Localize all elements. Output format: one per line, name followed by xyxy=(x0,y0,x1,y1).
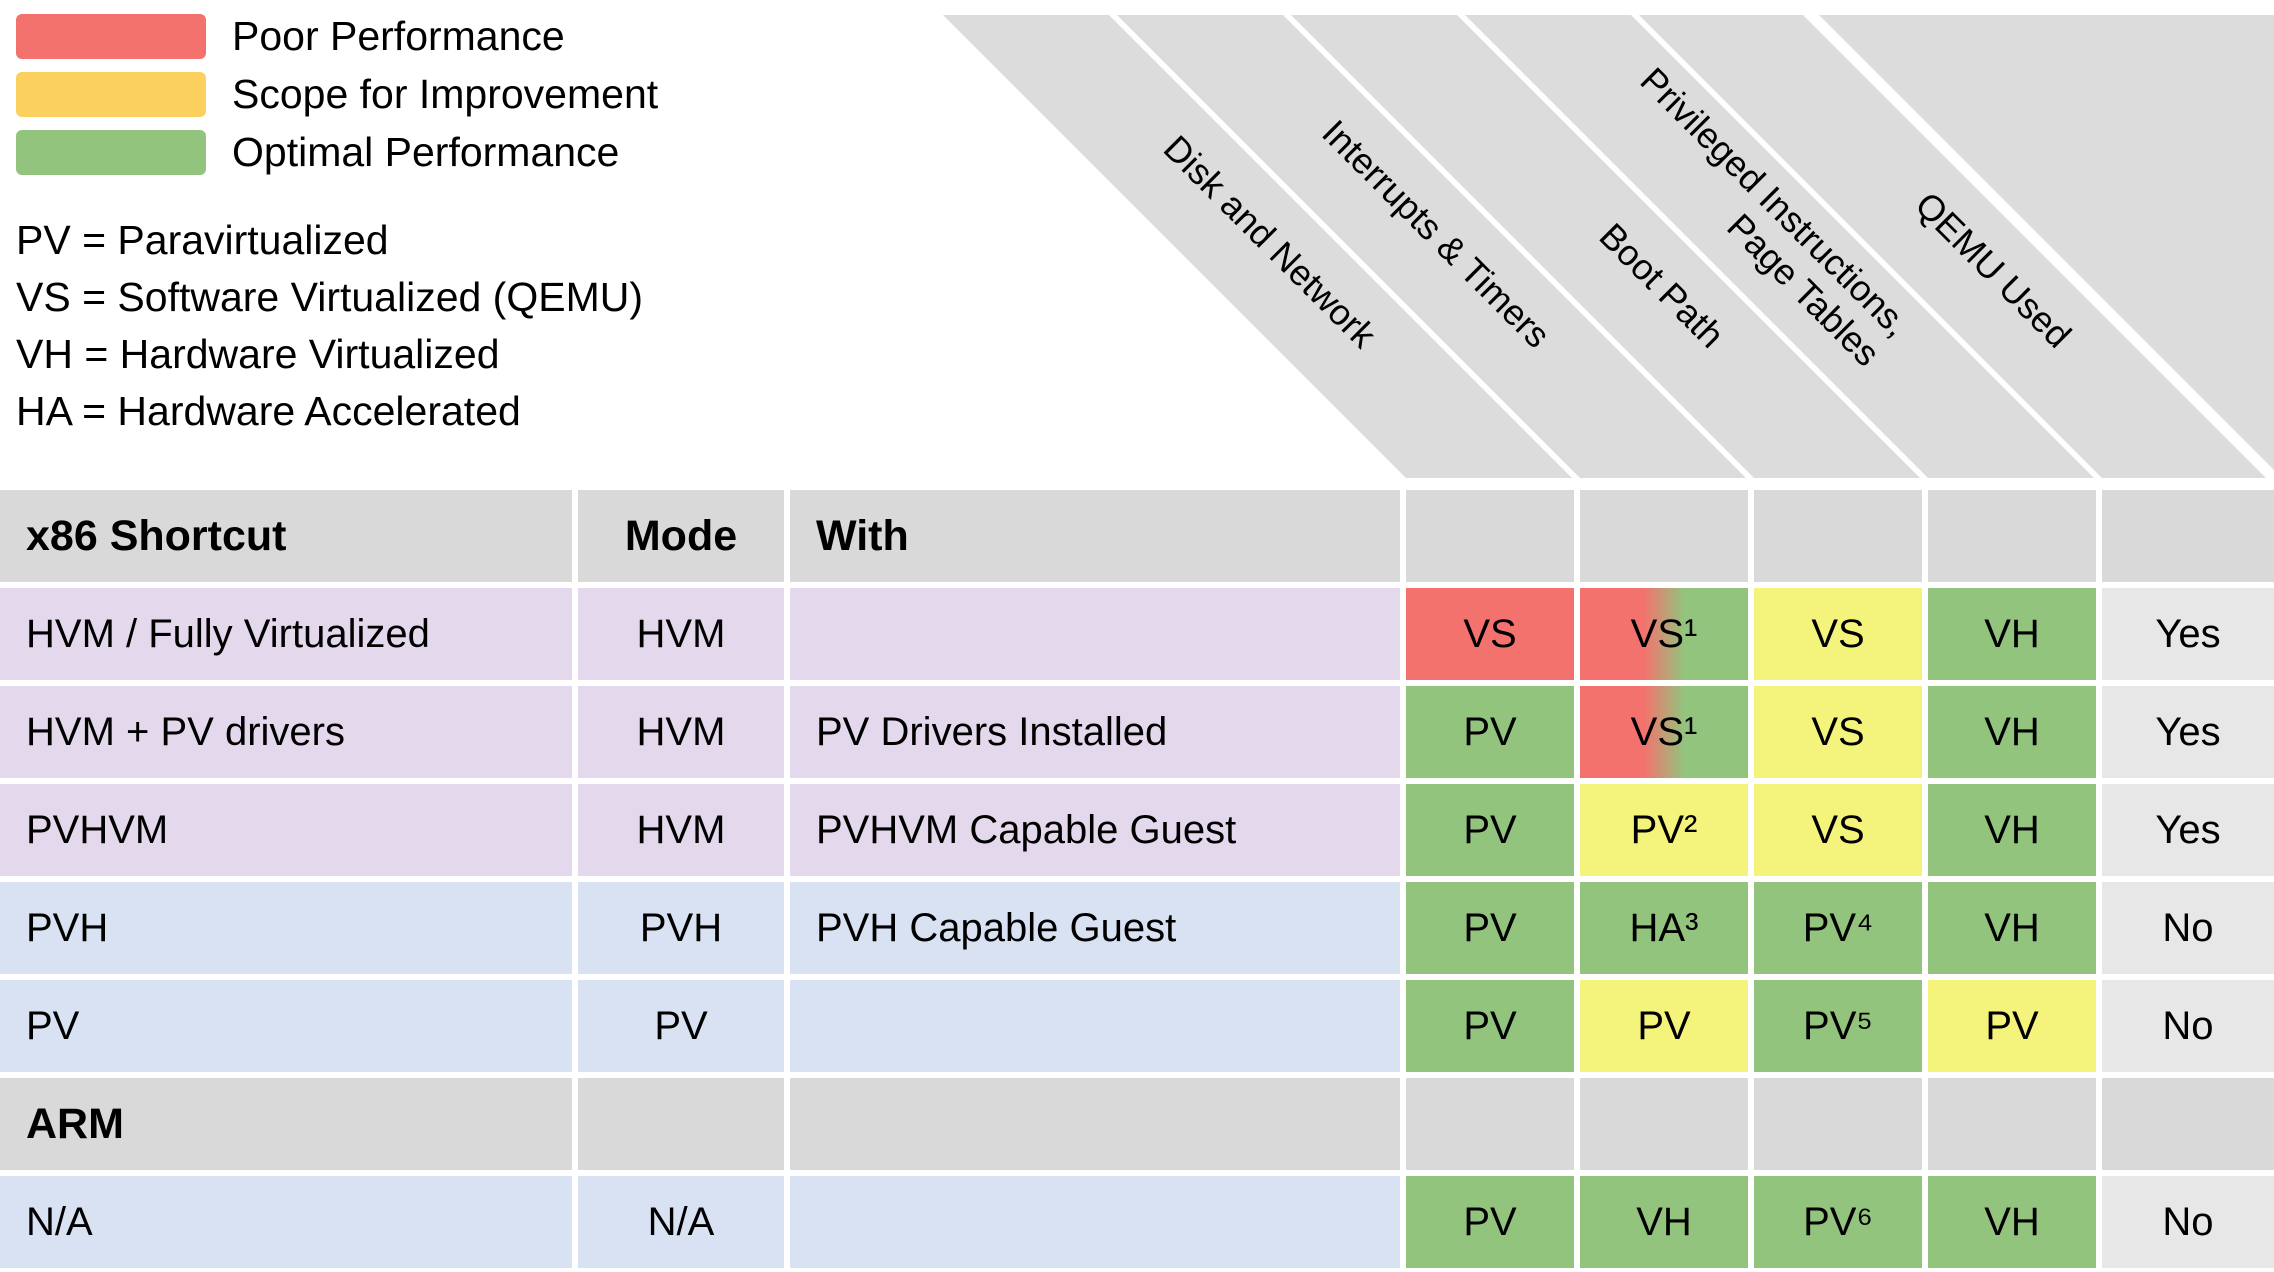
column-header-spacer xyxy=(1406,490,1574,582)
shortcut-cell: PV xyxy=(0,980,572,1072)
diagonal-band-filler xyxy=(1819,15,2274,470)
qemu-used-cell: No xyxy=(2102,882,2274,974)
shortcut-cell: N/A xyxy=(0,1176,572,1268)
perf-cell: PV xyxy=(1406,980,1574,1072)
performance-legend: Poor Performance Scope for Improvement O… xyxy=(16,14,658,175)
perf-cell xyxy=(1928,1078,2096,1170)
qemu-used-cell: Yes xyxy=(2102,784,2274,876)
perf-cell: PV xyxy=(1406,882,1574,974)
qemu-used-cell: Yes xyxy=(2102,588,2274,680)
perf-cell: PV xyxy=(1580,980,1748,1072)
diagonal-band xyxy=(1465,15,2094,478)
perf-cell xyxy=(1580,1078,1748,1170)
legend-swatch-poor xyxy=(16,14,206,59)
column-header-spacer xyxy=(1754,490,1922,582)
qemu-used-cell: No xyxy=(2102,1176,2274,1268)
diagonal-band xyxy=(1639,15,2266,478)
with-cell xyxy=(790,1176,1400,1268)
column-header-spacer xyxy=(2102,490,2274,582)
column-header: With xyxy=(790,490,1400,582)
perf-cell: PV xyxy=(1406,784,1574,876)
with-cell: PVH Capable Guest xyxy=(790,882,1400,974)
perf-cell: PV⁵ xyxy=(1754,980,1922,1072)
mode-cell xyxy=(578,1078,784,1170)
abbreviation-key: PV = Paravirtualized VS = Software Virtu… xyxy=(16,212,643,440)
perf-cell: VS xyxy=(1754,588,1922,680)
with-cell xyxy=(790,1078,1400,1170)
perf-cell: VS¹ xyxy=(1580,686,1748,778)
perf-cell: VS xyxy=(1754,784,1922,876)
diagonal-band xyxy=(943,15,1572,478)
legend-item-poor: Poor Performance xyxy=(16,14,658,59)
abbreviation-line: PV = Paravirtualized xyxy=(16,217,389,263)
perf-cell: PV⁴ xyxy=(1754,882,1922,974)
qemu-used-cell xyxy=(2102,1078,2274,1170)
shortcut-cell: HVM / Fully Virtualized xyxy=(0,588,572,680)
perf-cell: HA³ xyxy=(1580,882,1748,974)
column-header-spacer xyxy=(1928,490,2096,582)
mode-cell: HVM xyxy=(578,784,784,876)
qemu-used-cell: No xyxy=(2102,980,2274,1072)
perf-cell: VS¹ xyxy=(1580,588,1748,680)
perf-cell: VS xyxy=(1406,588,1574,680)
shortcut-cell: PVHVM xyxy=(0,784,572,876)
mode-cell: PV xyxy=(578,980,784,1072)
with-cell xyxy=(790,980,1400,1072)
shortcut-cell: ARM xyxy=(0,1078,572,1170)
legend-item-scope: Scope for Improvement xyxy=(16,72,658,117)
perf-cell: VS xyxy=(1754,686,1922,778)
with-cell: PV Drivers Installed xyxy=(790,686,1400,778)
mode-cell: N/A xyxy=(578,1176,784,1268)
perf-cell: VH xyxy=(1928,784,2096,876)
perf-cell xyxy=(1406,1078,1574,1170)
abbreviation-line: VS = Software Virtualized (QEMU) xyxy=(16,274,643,320)
perf-cell: VH xyxy=(1580,1176,1748,1268)
with-cell: PVHVM Capable Guest xyxy=(790,784,1400,876)
legend-label: Scope for Improvement xyxy=(232,71,659,117)
legend-swatch-scope xyxy=(16,72,206,117)
perf-cell: VH xyxy=(1928,1176,2096,1268)
perf-cell: VH xyxy=(1928,588,2096,680)
column-header-spacer xyxy=(1580,490,1748,582)
perf-cell: VH xyxy=(1928,686,2096,778)
perf-cell: PV² xyxy=(1580,784,1748,876)
perf-cell: PV⁶ xyxy=(1754,1176,1922,1268)
perf-cell: PV xyxy=(1406,1176,1574,1268)
mode-cell: HVM xyxy=(578,588,784,680)
column-header: Mode xyxy=(578,490,784,582)
shortcut-cell: PVH xyxy=(0,882,572,974)
legend-item-optimal: Optimal Performance xyxy=(16,130,658,175)
perf-cell: PV xyxy=(1928,980,2096,1072)
legend-label: Optimal Performance xyxy=(232,129,620,175)
qemu-used-cell: Yes xyxy=(2102,686,2274,778)
with-cell xyxy=(790,588,1400,680)
shortcut-cell: HVM + PV drivers xyxy=(0,686,572,778)
abbreviation-line: VH = Hardware Virtualized xyxy=(16,331,500,377)
legend-label: Poor Performance xyxy=(232,13,565,59)
diagonal-band xyxy=(1291,15,1920,478)
column-header: x86 Shortcut xyxy=(0,490,572,582)
legend-swatch-optimal xyxy=(16,130,206,175)
perf-cell: PV xyxy=(1406,686,1574,778)
diagonal-band xyxy=(1117,15,1746,478)
perf-cell: VH xyxy=(1928,882,2096,974)
perf-cell xyxy=(1754,1078,1922,1170)
mode-cell: HVM xyxy=(578,686,784,778)
mode-cell: PVH xyxy=(578,882,784,974)
abbreviation-line: HA = Hardware Accelerated xyxy=(16,388,521,434)
